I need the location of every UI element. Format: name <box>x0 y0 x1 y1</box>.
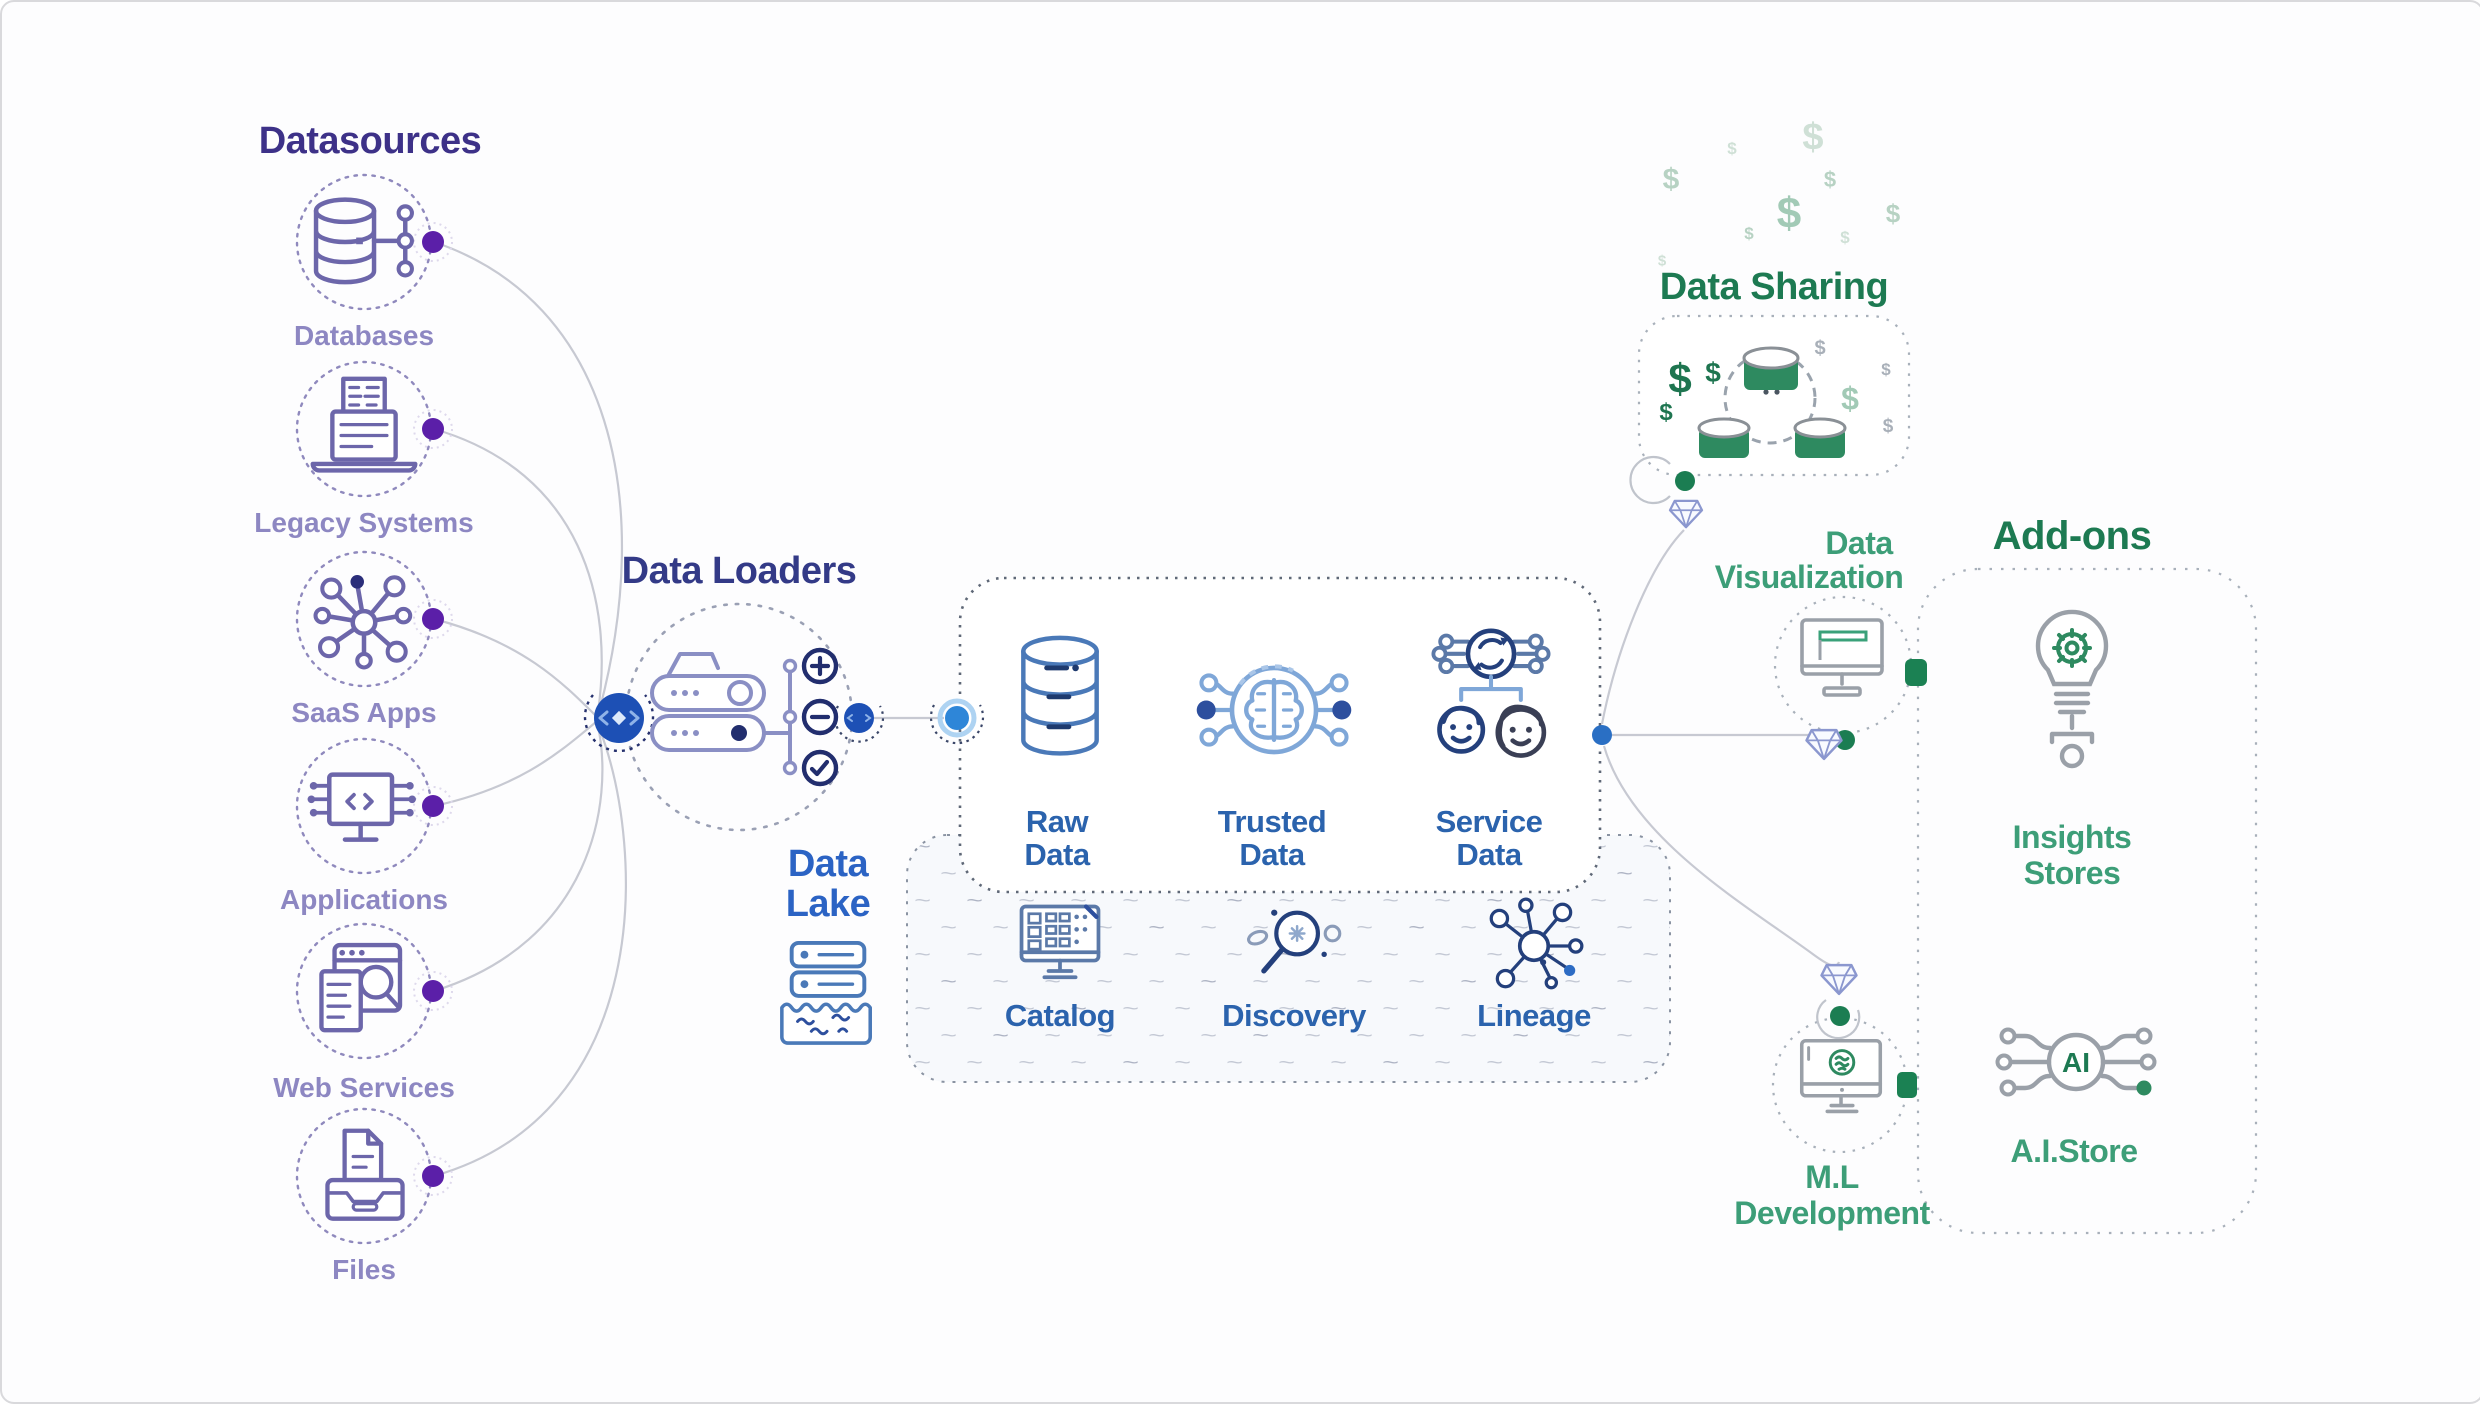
add-ons-box <box>1916 567 2258 1235</box>
data-visualization-title-line2: Visualization <box>1714 559 1904 595</box>
data-loaders-title: Data Loaders <box>621 550 857 592</box>
ml-diamond-icon <box>1820 963 1858 996</box>
discovery-magnifier-icon <box>1247 909 1342 974</box>
connector-wires <box>433 240 1841 1178</box>
datasource-label-databases: Databases <box>293 320 435 351</box>
add-ons-title: Add-ons <box>1992 514 2152 558</box>
catalog-label: Catalog <box>1004 998 1116 1033</box>
ai-label: AI <box>2062 1047 2090 1078</box>
lake-input-node <box>929 698 985 745</box>
data-sharing-cylinders-icon <box>1697 346 1847 458</box>
files-drawer-icon <box>325 1128 405 1221</box>
loader-output-node <box>833 703 885 743</box>
data-sharing-box <box>1637 314 1911 477</box>
discovery-label: Discovery <box>1222 998 1366 1033</box>
visualization-addon-port <box>1905 659 1927 686</box>
visualization-monitor-icon <box>1800 618 1884 697</box>
data-lake-title: Data Lake <box>785 843 871 926</box>
visualization-diamond-icon <box>1805 728 1843 761</box>
lineage-graph-icon <box>1489 897 1584 990</box>
ml-addon-port <box>1897 1072 1917 1098</box>
service-data-people-icon <box>1431 628 1551 758</box>
trusted-data-brain-icon <box>1196 664 1352 755</box>
data-visualization-title-line1: Data <box>1825 525 1893 561</box>
trusted-data-label: Trusted Data <box>1217 804 1327 872</box>
data-sharing-title: Data Sharing <box>1659 266 1889 308</box>
data-lake-icon <box>780 940 872 1045</box>
datasources-title: Datasources <box>258 120 482 162</box>
lineage-label: Lineage <box>1477 998 1591 1033</box>
insights-bulb-icon <box>2035 609 2109 769</box>
datasource-label-files: Files <box>332 1254 396 1285</box>
visualization-connector <box>1805 659 1927 761</box>
zones-output-node <box>1592 725 1612 745</box>
datasource-label-applications: Applications <box>279 884 448 915</box>
insights-stores-label: Insights Stores <box>2012 819 2132 891</box>
legacy-laptop-icon <box>310 376 418 473</box>
datasource-label-saas: SaaS Apps <box>291 697 437 728</box>
sharing-diamond-icon <box>1668 499 1704 529</box>
service-data-label: Service Data <box>1435 804 1543 872</box>
sharing-connector <box>1629 455 1704 529</box>
applications-monitor-icon <box>307 772 416 842</box>
database-icon <box>313 197 414 285</box>
ml-connector <box>1816 963 1917 1098</box>
datasource-connector-dots <box>413 222 453 1196</box>
ingest-hub-node <box>583 693 655 753</box>
datasource-label-web: Web Services <box>273 1072 455 1103</box>
web-browser-search-icon <box>319 942 403 1033</box>
ml-development-title: M.L Development <box>1734 1159 1930 1231</box>
ai-store-label: A.I.Store <box>2010 1133 2138 1169</box>
saas-network-icon <box>313 575 413 670</box>
data-loader-machine-icon <box>650 647 839 787</box>
catalog-monitor-icon <box>1019 904 1101 980</box>
datasource-label-legacy: Legacy Systems <box>254 507 474 538</box>
ai-chip-icon: AI <box>1995 1027 2157 1097</box>
ml-monitor-icon <box>1799 1038 1883 1114</box>
raw-data-cylinder-icon <box>1021 635 1099 756</box>
raw-data-label: Raw Data <box>1024 804 1090 872</box>
